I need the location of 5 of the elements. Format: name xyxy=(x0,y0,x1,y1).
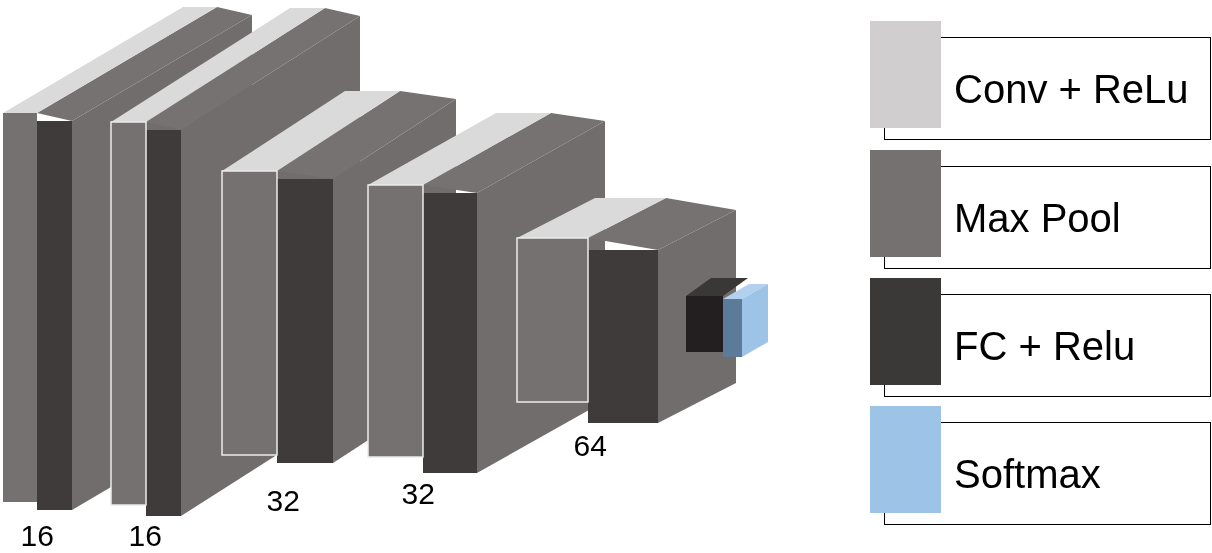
size-label: 64 xyxy=(573,431,607,461)
size-label: 32 xyxy=(401,479,435,509)
size-label: 32 xyxy=(266,486,300,516)
size-label: 16 xyxy=(20,521,54,551)
size-label: 16 xyxy=(128,521,162,551)
